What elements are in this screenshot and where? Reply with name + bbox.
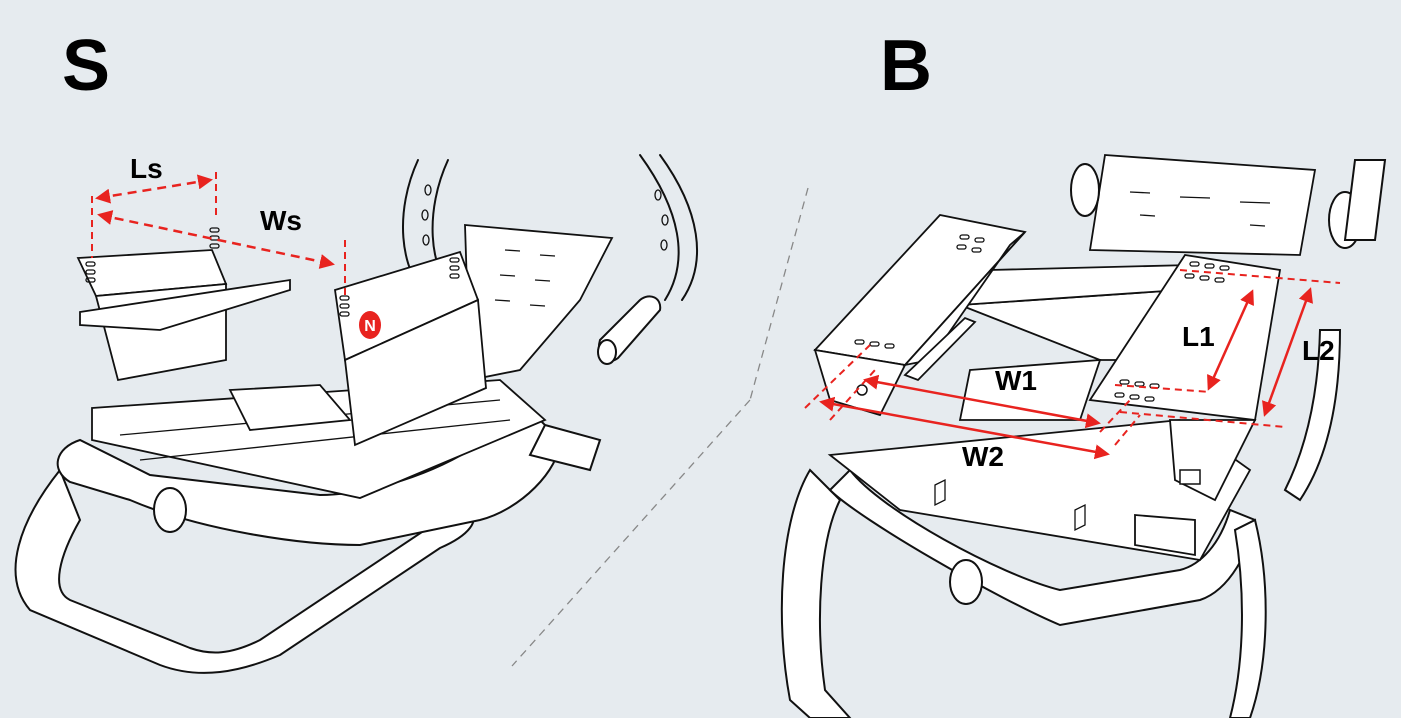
- w1-label: W1: [995, 365, 1037, 396]
- ws-label: Ws: [260, 205, 302, 236]
- seat-bracket-right-holes: [339, 257, 460, 317]
- cockpit-b-drawing: W1 W2 L1 L2: [780, 154, 1387, 718]
- front-bracket-b: [1134, 514, 1196, 557]
- base-tube-left: [780, 468, 852, 718]
- wheel-tube-right: [1343, 159, 1387, 241]
- w1-guide-right: [1099, 399, 1131, 433]
- wheel-deck: [464, 224, 614, 382]
- l1-label: L1: [1182, 321, 1215, 352]
- wheel-post-left: [1070, 163, 1100, 217]
- divider-line-lower: [511, 399, 751, 667]
- l2-label: L2: [1302, 335, 1335, 366]
- slot-b-2: [1074, 503, 1086, 532]
- rail-block: [228, 384, 352, 431]
- w-guide-left-outer: [804, 344, 871, 409]
- w2-arrow: [819, 396, 1110, 460]
- seat-bracket-right-side: [344, 298, 487, 447]
- rail-line-2: [139, 419, 511, 461]
- ls-label: Ls: [130, 153, 163, 184]
- seat-ring-right-outer: [639, 154, 680, 301]
- base-tube-right: [1228, 518, 1267, 718]
- seat-rail-left: [79, 278, 291, 331]
- seat-ring-right-inner: [659, 154, 699, 301]
- wheel-deck-slots: [494, 249, 556, 307]
- ws-arrow: [97, 210, 335, 269]
- seat-ring-holes: [421, 184, 669, 251]
- l1-arrow: [1207, 289, 1254, 391]
- l-guide-top: [1179, 269, 1341, 284]
- l2-arrow: [1262, 287, 1313, 417]
- tube-joint-right: [949, 559, 983, 605]
- ls-arrow: [95, 174, 213, 204]
- side-handle-cap: [597, 339, 617, 365]
- base-tube-lower: [14, 468, 475, 674]
- l2-guide-bottom: [1119, 411, 1286, 428]
- clamp-right: [1179, 469, 1201, 485]
- panel-b-label: B: [880, 26, 932, 106]
- front-foot: [528, 423, 602, 472]
- bolt-left: [856, 384, 868, 396]
- panel-s-label: S: [62, 26, 111, 106]
- slot-b-1: [934, 478, 946, 507]
- w2-guide-right: [1114, 414, 1141, 446]
- tube-joint-left: [153, 487, 187, 533]
- seat-plate-right-holes: [1114, 261, 1230, 402]
- l1-guide-bottom: [1114, 384, 1211, 393]
- divider-line-upper: [749, 187, 809, 401]
- svg-text:N: N: [364, 318, 376, 335]
- cockpit-s-drawing: N Ls Ws: [14, 153, 699, 674]
- w2-label: W2: [962, 441, 1004, 472]
- brand-logo: N: [359, 311, 381, 339]
- seat-plate-left-holes: [854, 234, 985, 349]
- wheel-deck-b-slots: [1129, 191, 1271, 227]
- wheel-deck-b: [1088, 154, 1317, 256]
